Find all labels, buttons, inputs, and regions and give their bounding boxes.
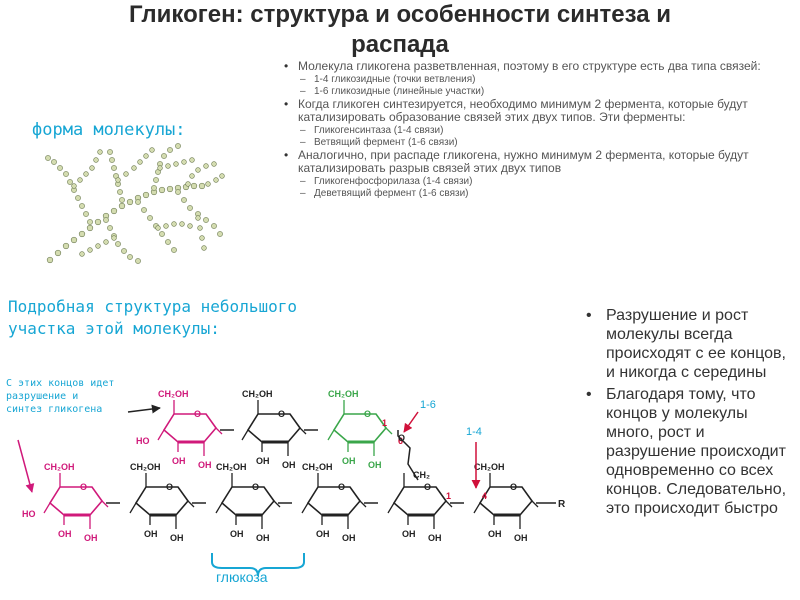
oh-label: OH: [144, 529, 158, 539]
ring-oxygen-label: O: [510, 482, 517, 492]
chain-r-label: R: [558, 499, 566, 510]
oh-label: OH: [172, 456, 186, 466]
oh-label: OH: [368, 460, 382, 470]
bond-label-14: 1-4: [466, 426, 482, 438]
bullet-item: Разрушение и рост молекулы всегда происх…: [582, 306, 794, 382]
bullet-item: Молекула гликогена разветвленная, поэтом…: [282, 60, 787, 74]
oh-label: OH: [170, 533, 184, 543]
oh-label: OH: [316, 529, 330, 539]
ring-oxygen-label: O: [166, 482, 173, 492]
oh-label: OH: [58, 529, 72, 539]
position-1-label: 1: [382, 418, 387, 428]
ring-substituent-bonds: [43, 473, 109, 529]
sub-bullet-item: 1-4 гликозидные (точки ветвления): [282, 74, 787, 86]
bullet-list-conclusions: Разрушение и рост молекулы всегда происх…: [582, 306, 794, 521]
bullet-item: Аналогично, при распаде гликогена, нужно…: [282, 149, 787, 175]
ch2oh-label: CH₂OH: [302, 462, 333, 472]
ring-substituent-bonds: [473, 473, 539, 529]
sub-bullet-item: 1-6 гликозидные (линейные участки): [282, 86, 787, 98]
link-layer: [106, 429, 556, 504]
ring-substituent-bonds: [215, 473, 281, 529]
ring-oxygen-label: O: [424, 482, 431, 492]
oh-label: OH: [428, 533, 442, 543]
glucose-ring: [332, 413, 388, 443]
glucose-ring: [478, 486, 534, 516]
arrow-layer: [17, 404, 481, 577]
ring-substituent-bonds: [129, 473, 195, 529]
sub-bullet-item: Гликогенфосфорилаза (1-4 связи): [282, 176, 787, 188]
bond-label-16: 1-6: [420, 399, 436, 411]
ring-oxygen-label: O: [278, 409, 285, 419]
arrow-bond-16: [403, 411, 419, 433]
branch-upper: [45, 143, 225, 225]
glucose-ring: [134, 486, 190, 516]
ring-substituent-bonds: [157, 400, 223, 456]
ends-note: С этих концов идет разрушение и синтез г…: [6, 378, 115, 415]
branch-trunk: [46, 182, 206, 264]
ch2oh-label: CH₂OH: [130, 462, 161, 472]
sub-bullet-item: Гликогенсинтаза (1-4 связи): [282, 125, 787, 137]
oh-label: OH: [514, 533, 528, 543]
glucose-ring: [392, 486, 448, 516]
link-16-branch: [397, 430, 419, 481]
form-label: форма молекулы:: [32, 120, 186, 140]
ho-label: HO: [136, 436, 150, 446]
sub-bullet-item: Ветвящий фермент (1-6 связи): [282, 137, 787, 149]
glucose-ring: [162, 413, 218, 443]
position-1-label: 1: [446, 491, 451, 501]
oh-label: OH: [402, 529, 416, 539]
oh-label: OH: [342, 456, 356, 466]
bullet-item: Благодаря тому, что концов у молекулы мн…: [582, 385, 794, 518]
ch2oh-label: CH₂OH: [216, 462, 247, 472]
glucose-ring: [48, 486, 104, 516]
oh-label: OH: [256, 533, 270, 543]
ch2oh-label: CH₂OH: [242, 389, 273, 399]
bridge-oxygen-label: O: [398, 433, 405, 443]
oh-label: OH: [198, 460, 212, 470]
ring-substituent-bonds: [301, 473, 367, 529]
page-title: Гликоген: структура и особенности синтез…: [128, 1, 671, 58]
ho-label: HO: [22, 509, 36, 519]
ch2oh-label: CH₂OH: [474, 462, 505, 472]
position-4-label: 4: [482, 491, 487, 501]
ring-oxygen-label: O: [194, 409, 201, 419]
oh-label: OH: [488, 529, 502, 539]
ring-substituent-bonds: [241, 400, 307, 456]
oh-label: OH: [282, 460, 296, 470]
glucose-label: глюкоза: [216, 569, 268, 585]
ring-substituent-bonds: [327, 400, 393, 456]
ch2oh-label: CH₂OH: [44, 462, 75, 472]
ch2-bridge-label: CH₂: [413, 470, 430, 480]
ring-oxygen-label: O: [364, 409, 371, 419]
ch2oh-label: CH₂OH: [328, 389, 359, 399]
glycogen-molecule-image: [45, 143, 225, 264]
oh-label: OH: [230, 529, 244, 539]
glucose-brace: [211, 553, 305, 577]
oh-label: OH: [342, 533, 356, 543]
ch2oh-label: CH₂OH: [158, 389, 189, 399]
sub-bullet-item: Деветвящий фермент (1-6 связи): [282, 188, 787, 200]
glucose-ring: [246, 413, 302, 443]
bullet-item: Когда гликоген синтезируется, необходимо…: [282, 98, 787, 124]
oh-label: OH: [256, 456, 270, 466]
glucose-ring: [220, 486, 276, 516]
oh-label: OH: [84, 533, 98, 543]
position-6-label: 6: [398, 436, 403, 446]
ring-oxygen-label: O: [80, 482, 87, 492]
branch-lower: [79, 189, 223, 264]
bullet-list-enzymes: Молекула гликогена разветвленная, поэтом…: [282, 60, 787, 201]
ring-oxygen-label: O: [252, 482, 259, 492]
arrow-to-bottom-end: [17, 439, 35, 493]
arrow-to-top-end: [127, 404, 161, 414]
ring-oxygen-label: O: [338, 482, 345, 492]
detail-structure-label: Подробная структура небольшого участка э…: [8, 297, 297, 338]
glucose-ring: [306, 486, 362, 516]
ring-substituent-bonds: [387, 473, 453, 529]
